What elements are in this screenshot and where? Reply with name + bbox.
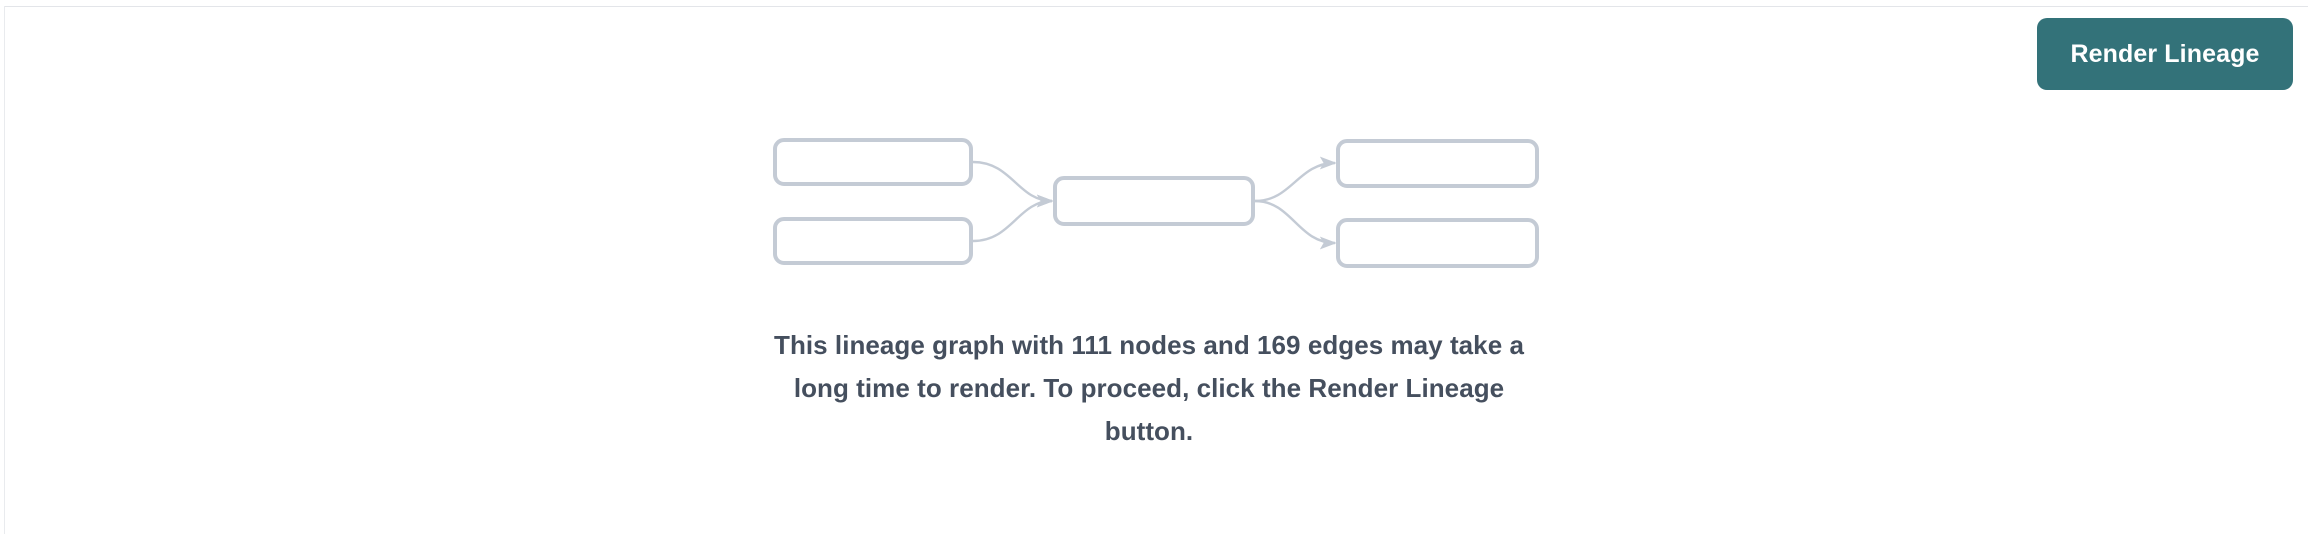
edge-left-bottom-to-center [972, 194, 1054, 243]
edge-center-to-right-top [1254, 156, 1337, 203]
edge-center-to-right-bottom [1254, 199, 1337, 250]
render-lineage-button[interactable]: Render Lineage [2037, 18, 2293, 90]
panel-left-divider [4, 6, 5, 534]
edge-left-top-to-center [972, 160, 1054, 208]
panel-top-divider [4, 6, 2308, 7]
render-lineage-button-label: Render Lineage [2070, 39, 2260, 68]
lineage-graph-illustration [760, 125, 1560, 285]
graph-node-left-top [773, 138, 973, 186]
graph-node-right-top [1336, 139, 1539, 188]
graph-node-center [1053, 176, 1255, 226]
graph-node-right-bottom [1336, 218, 1539, 268]
lineage-warning-message: This lineage graph with 111 nodes and 16… [774, 330, 1524, 446]
graph-node-left-bottom [773, 217, 973, 265]
